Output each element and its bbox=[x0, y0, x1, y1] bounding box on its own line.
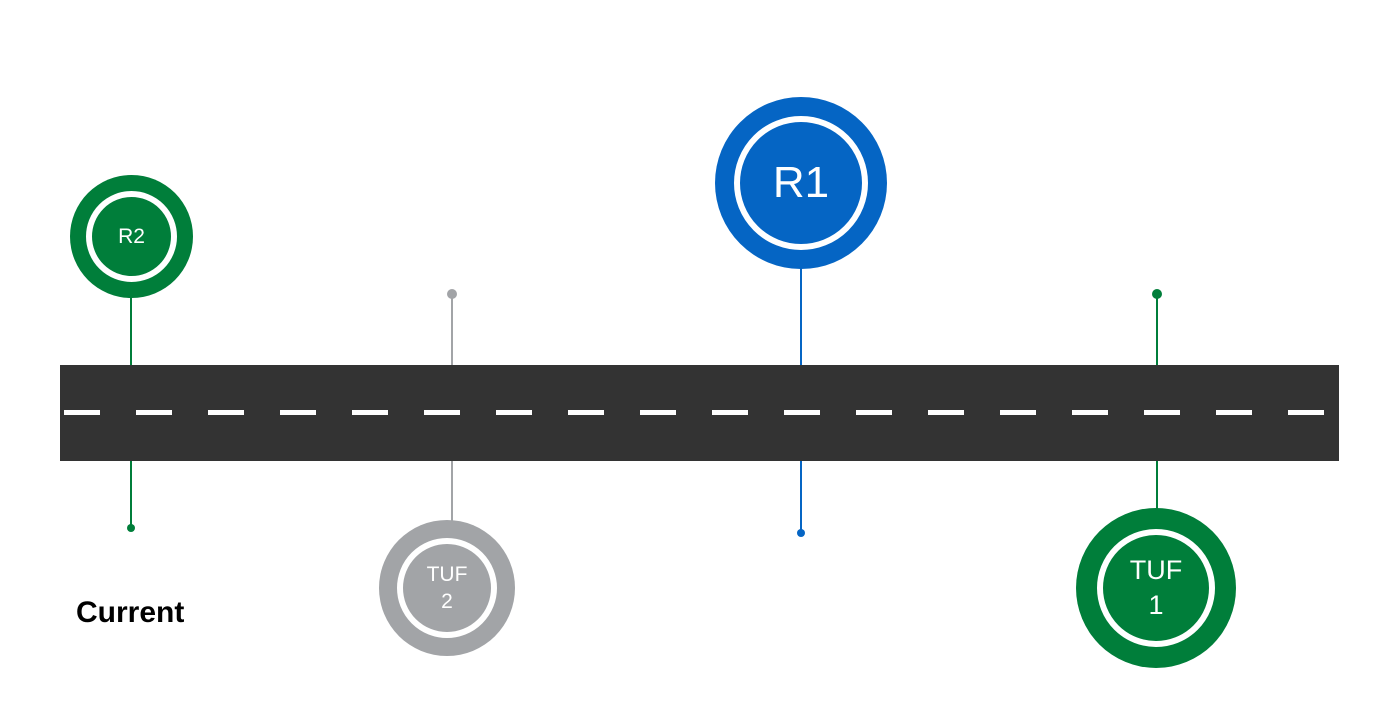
timeline-road bbox=[60, 365, 1339, 461]
current-label: Current bbox=[76, 596, 185, 629]
r1-bottom-stem bbox=[800, 461, 802, 531]
tuf1-bottom-stem bbox=[1156, 461, 1158, 511]
tuf2-bottom-stem bbox=[451, 461, 453, 523]
tuf2-top-dot bbox=[447, 289, 457, 299]
tuf1-label: TUF 1 bbox=[1097, 529, 1215, 647]
r2-top-stem bbox=[130, 290, 132, 365]
r1-top-stem bbox=[800, 268, 802, 365]
tuf1-top-dot bbox=[1152, 289, 1162, 299]
r2-label: R2 bbox=[86, 191, 177, 282]
r1-label: R1 bbox=[734, 116, 868, 250]
r1-bottom-dot bbox=[797, 529, 805, 537]
r2-bottom-dot bbox=[127, 524, 135, 532]
tuf1-marker: TUF 1 bbox=[1076, 508, 1236, 668]
tuf1-top-stem bbox=[1156, 296, 1158, 365]
lane-dashes bbox=[64, 410, 1329, 415]
tuf2-top-stem bbox=[451, 296, 453, 365]
r2-bottom-stem bbox=[130, 461, 132, 526]
r1-marker: R1 bbox=[715, 97, 887, 269]
tuf2-label: TUF 2 bbox=[397, 538, 497, 638]
r2-marker: R2 bbox=[70, 175, 193, 298]
tuf2-marker: TUF 2 bbox=[379, 520, 515, 656]
